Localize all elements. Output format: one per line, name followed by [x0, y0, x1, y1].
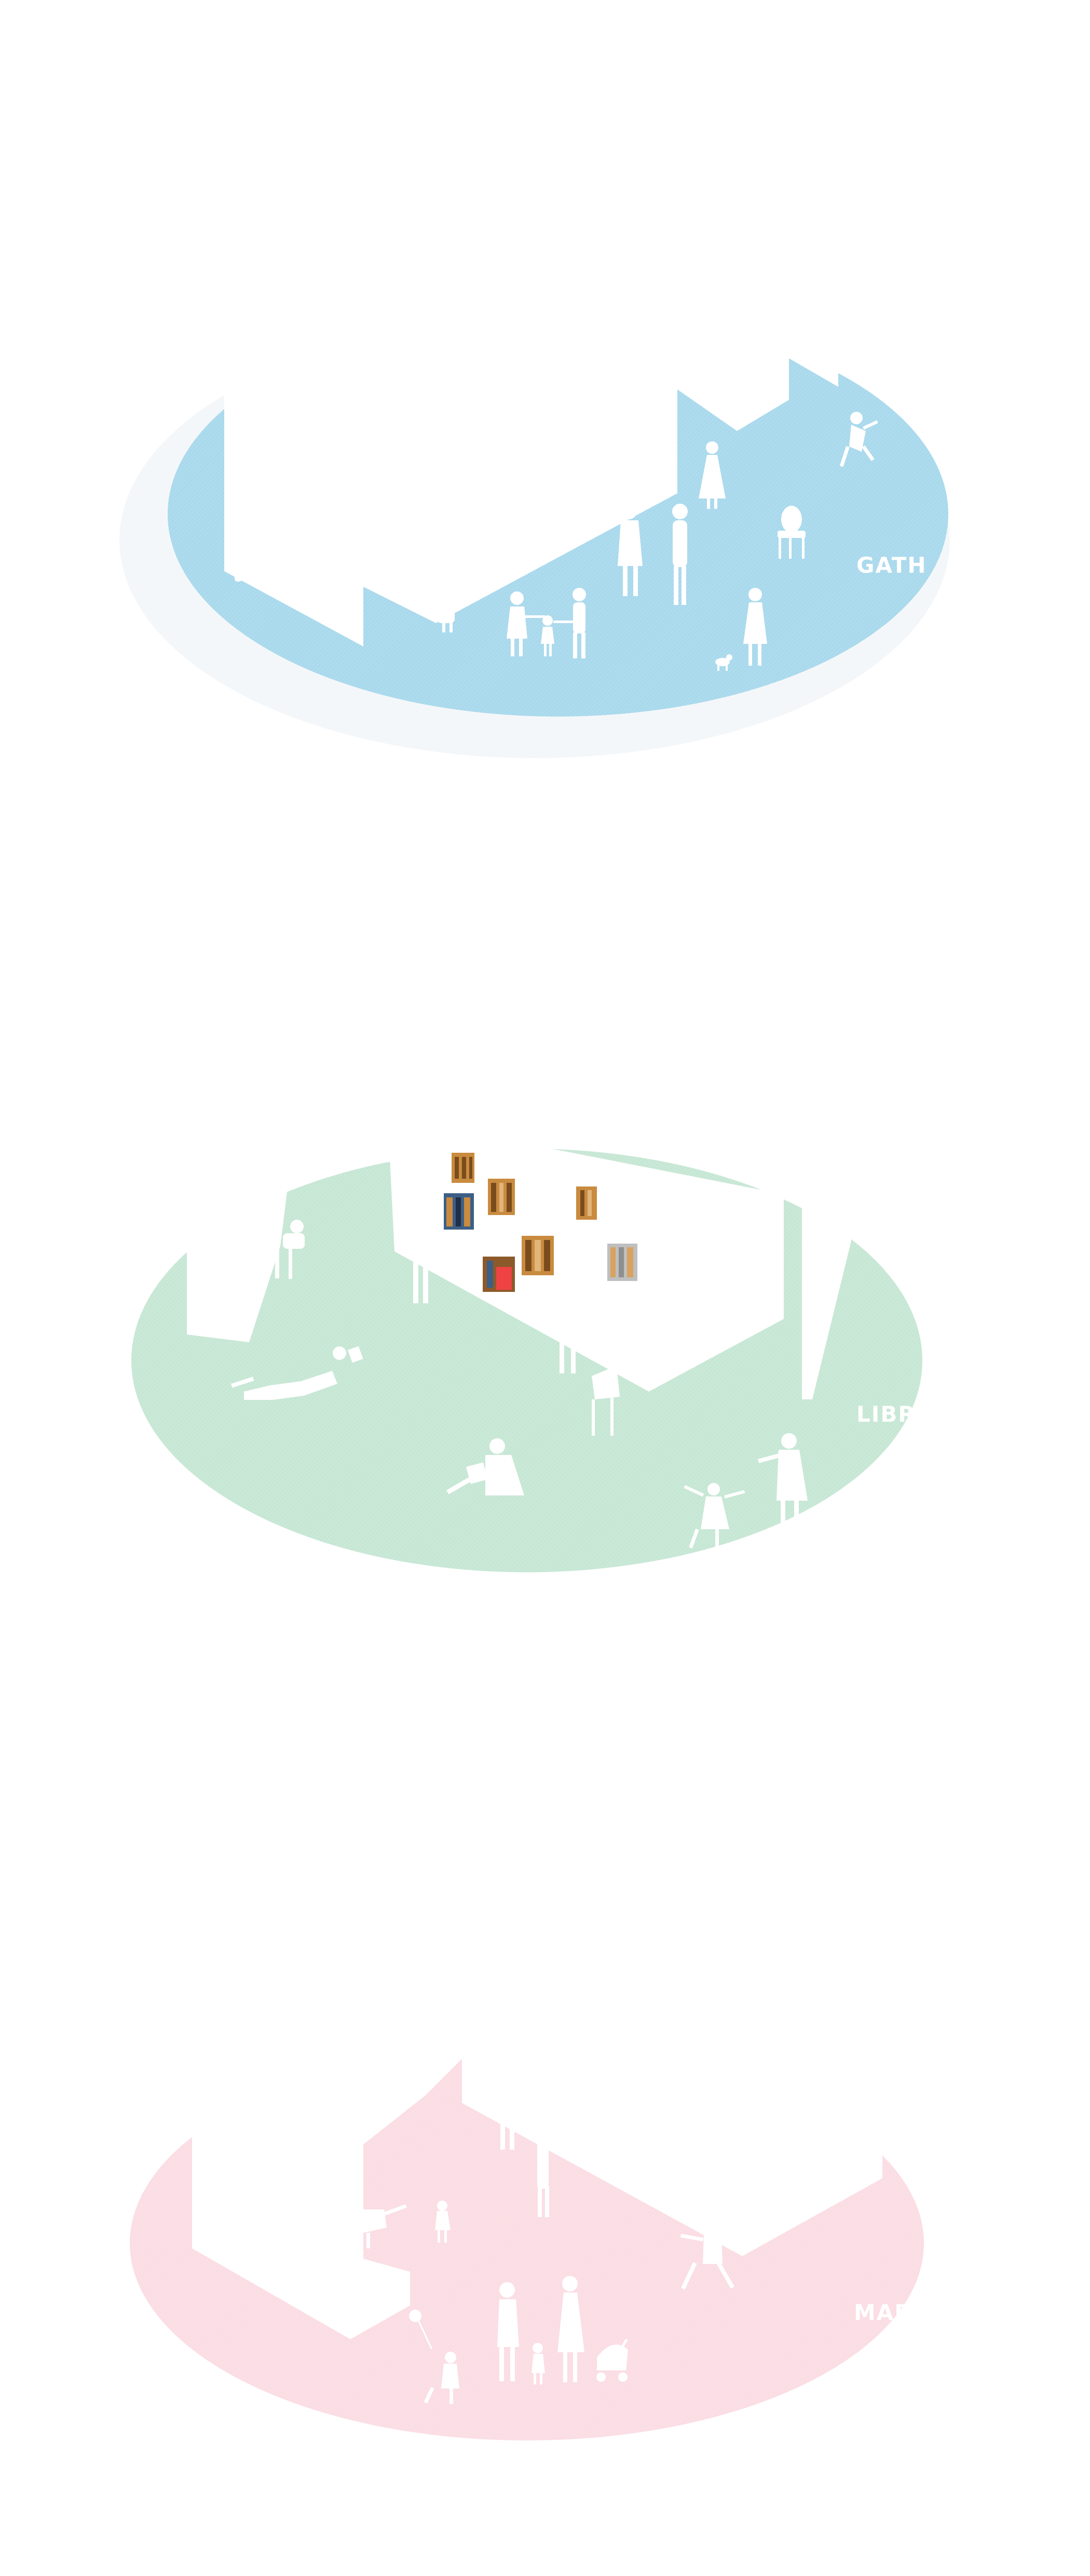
- figure-legs-behind: [560, 1337, 576, 1373]
- figure-woman-with-dog: [715, 588, 767, 671]
- bookshelf-6: [483, 1257, 515, 1292]
- figure-person-left-edge: [235, 561, 242, 582]
- figure-child-with-balloon: [409, 2310, 459, 2404]
- zone-market: MAR: [130, 2025, 924, 2440]
- figure-family-group: [507, 588, 586, 658]
- library-bookshelves: [444, 1153, 637, 1292]
- figure-seated-reader-left: [275, 1220, 305, 1279]
- bookshelf-1: [452, 1153, 474, 1183]
- bookshelf-3: [488, 1179, 515, 1215]
- bookshelf-4: [576, 1186, 597, 1220]
- gathering-building-block: [224, 260, 838, 646]
- figure-reaching-person: [363, 2204, 407, 2248]
- library-figures: [231, 1220, 808, 1549]
- figure-stroller: [596, 2339, 628, 2382]
- figure-couple-talking: [618, 504, 688, 605]
- gathering-zone-label: GATH: [856, 552, 927, 578]
- zone-library: LIBR: [131, 1142, 922, 1572]
- market-building-block: [192, 2025, 882, 2339]
- figure-small-child-market: [435, 2201, 451, 2243]
- figure-standing-under-shelf: [413, 1257, 428, 1303]
- figure-running-child: [839, 412, 878, 467]
- bookshelf-7: [607, 1244, 637, 1281]
- market-zone-label: MAR: [854, 2300, 912, 2325]
- bookshelf-2: [444, 1193, 474, 1230]
- library-column-right: [802, 1194, 851, 1399]
- figure-family-market: [497, 2276, 584, 2384]
- figure-chair-library: [592, 1366, 620, 1436]
- market-figures: [363, 2113, 734, 2404]
- figure-dancing-child: [684, 1483, 745, 1549]
- gathering-figures: [235, 412, 878, 671]
- figure-standing-market: [537, 2139, 549, 2217]
- figure-seated-person: [437, 591, 455, 632]
- figure-chair: [778, 506, 806, 559]
- figure-man-pointing: [758, 1433, 808, 1531]
- bookshelf-5: [522, 1236, 554, 1275]
- figure-sitting-reader: [446, 1438, 524, 1495]
- figure-running-person-market: [680, 2221, 734, 2290]
- figure-dress-woman: [699, 441, 726, 509]
- figure-legs-top: [500, 2113, 514, 2150]
- library-zone-label: LIBR: [856, 1401, 916, 1427]
- zone-gathering: GATH: [119, 260, 950, 758]
- figure-lying-reader: [231, 1346, 363, 1400]
